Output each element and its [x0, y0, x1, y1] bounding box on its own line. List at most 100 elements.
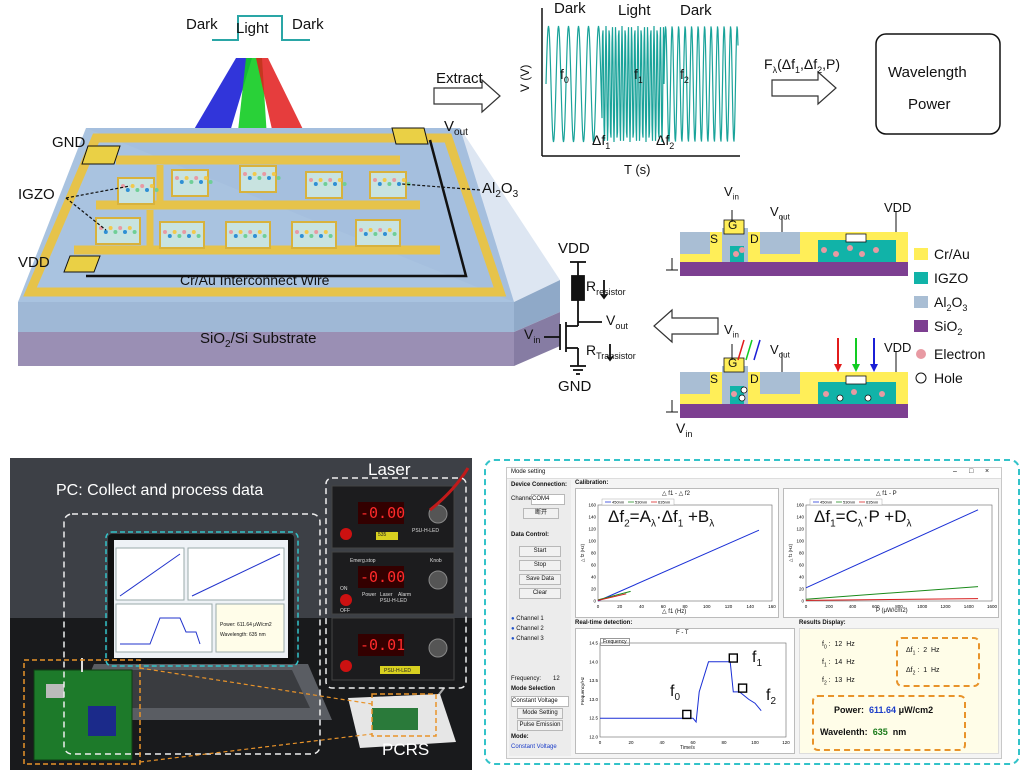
save-data-button[interactable]: Save Data [519, 574, 561, 585]
pc-label: PC: Collect and process data [56, 482, 264, 499]
igzo-dot [401, 178, 406, 182]
hole [864, 394, 872, 402]
igzo-dot [247, 176, 252, 180]
igzo-dot [328, 178, 333, 182]
pulse-emission-button[interactable]: Pulse Emission [517, 720, 563, 731]
igzo-dot [199, 180, 203, 184]
igzo-dot [309, 178, 313, 182]
xs2-vout: Vout [770, 342, 790, 360]
hole [738, 394, 746, 402]
igzo-dot [233, 234, 238, 238]
igzo-leader [65, 197, 107, 231]
power-box: Power: 611.64 μW/cm2 Wavelenth: 635 nm [812, 695, 966, 751]
igzo-dot [318, 178, 323, 182]
igzo-dot [387, 182, 392, 186]
igzo-dot [208, 180, 213, 184]
igzo-dot [337, 178, 342, 182]
chart2-xtick: 1400 [964, 604, 975, 609]
chart3-f2-label: f2 [766, 687, 777, 708]
igzo-dot [243, 234, 248, 238]
realtime-heading: Real-time detection: [575, 620, 633, 626]
circuit-rtr: RTransistor [586, 342, 636, 361]
result-power: Power [908, 96, 951, 113]
clear-button[interactable]: Clear [519, 588, 561, 599]
top-schematic-svg [18, 8, 1001, 418]
chart3-xtick: 100 [751, 740, 759, 745]
close-button[interactable]: × [985, 468, 990, 475]
chart2-ytick: 120 [796, 527, 804, 532]
channel-label: Channel: [511, 496, 536, 502]
chart2-ytick: 0 [801, 599, 804, 604]
legend-sio2: SiO2 [934, 318, 963, 337]
chart3-xlabel: Time/s [680, 745, 695, 751]
chart2-ytick: 20 [799, 587, 805, 592]
psu-1-display: -0.00 [360, 504, 406, 522]
chart2-legend-label: 635nm [866, 500, 879, 505]
chart1-ylabel: △ f2 (Hz) [580, 543, 585, 562]
igzo-dot [387, 228, 392, 232]
minimize-button[interactable]: – [953, 468, 957, 475]
wave-df2: Δf2 [656, 132, 675, 151]
chart2-legend-box [809, 498, 883, 506]
igzo-dot [194, 176, 199, 180]
maximize-button[interactable]: □ [969, 468, 974, 475]
vdd-label: VDD [18, 254, 50, 271]
pcrs-label: PCRS [382, 740, 430, 759]
chart2-xlabel: P (μW/cm2) [876, 608, 908, 614]
chart3-xtick: 120 [782, 740, 790, 745]
chart1-ytick: 20 [591, 587, 597, 592]
substrate-label: SiO2/Si Substrate [200, 330, 317, 350]
wave-light: Light [618, 2, 651, 19]
channel-3-radio[interactable]: ● Channel 3 [511, 636, 544, 642]
igzo-dot [378, 228, 383, 232]
channel-select[interactable]: COM4 [531, 494, 565, 505]
chart3-xtick: 60 [690, 740, 696, 745]
igzo-dot [359, 228, 363, 232]
mode-setting-button[interactable]: Mode Setting [517, 708, 563, 719]
chart3-plot-area [599, 642, 787, 738]
chart3-xtick: 40 [659, 740, 665, 745]
chart3-xtick: 20 [628, 740, 634, 745]
gnd-pad [81, 145, 121, 165]
results-box: f0 : 12 Hz f1 : 14 Hz f2 : 13 Hz Δf1 : 2… [799, 628, 999, 754]
chart1-ytick: 100 [588, 539, 596, 544]
chart1-line-530nm [597, 590, 631, 601]
chart1-xtick: 0 [597, 604, 600, 609]
chart2-legend-label: 530nm [843, 500, 856, 505]
igzo-dot [172, 230, 177, 234]
vout-label: Vout [444, 118, 468, 138]
igzo-dot [125, 188, 130, 192]
igzo-dot [313, 182, 318, 186]
xs2-s: S [710, 372, 719, 386]
igzo-dot [262, 172, 267, 176]
chart2-ytick: 80 [799, 551, 805, 556]
disconnect-button[interactable]: 断开 [523, 508, 559, 519]
chart3-ytick: 12.0 [589, 735, 598, 740]
igzo-dot [175, 176, 179, 180]
circuit-vin: Vin [524, 326, 541, 345]
xs1-vdd: VDD [884, 200, 912, 215]
igzo-dot [118, 226, 123, 230]
chart1-legend-label: 635nm [658, 500, 671, 505]
igzo-dot [397, 182, 401, 186]
psu-3-name: PSU-H-LED [384, 668, 411, 674]
chart1-xtick: 140 [746, 604, 754, 609]
igzo-dot [177, 234, 182, 238]
stop-button[interactable]: Stop [519, 560, 561, 571]
channel-2-radio[interactable]: ● Channel 2 [511, 626, 544, 632]
start-button[interactable]: Start [519, 546, 561, 557]
igzo-dot [328, 234, 333, 238]
circuit-vdd: VDD [558, 240, 590, 257]
chart2-line-450nm [805, 509, 979, 589]
channel-1-radio[interactable]: ● Channel 1 [511, 616, 544, 622]
xs2-vin: Vin [724, 322, 739, 340]
xs1-s: S [710, 232, 719, 246]
chart1-ytick: 120 [588, 527, 596, 532]
wave-f1: f1 [634, 66, 643, 85]
psu-on: ON [340, 586, 348, 592]
igzo-dot [182, 230, 187, 234]
igzo-dot [257, 176, 262, 180]
mode-dropdown[interactable]: Constant Voltage [511, 696, 569, 707]
mode-label: Mode: [511, 734, 529, 740]
electron [847, 245, 853, 251]
